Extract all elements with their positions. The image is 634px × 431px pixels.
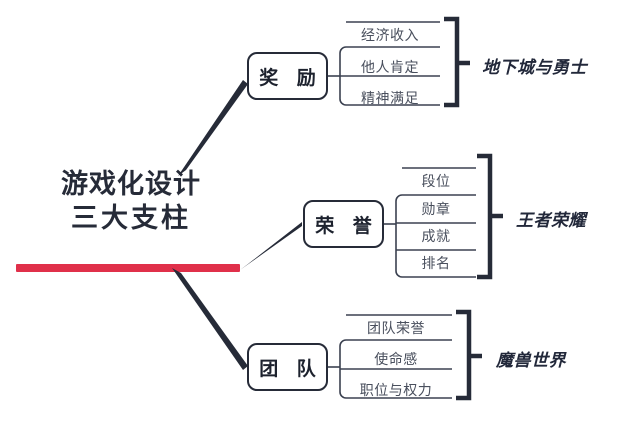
center-title-line1: 游戏化设计 [61,169,201,200]
branch-node-team[interactable]: 团 队 [247,343,328,391]
sub-item[interactable]: 经济收入 [361,28,419,44]
branch-node-honor[interactable]: 荣 誉 [303,200,384,248]
sub-item[interactable]: 勋章 [421,202,451,218]
sub-item[interactable]: 使命感 [374,352,418,368]
sub-item[interactable]: 精神满足 [361,91,419,107]
game-label-team: 魔兽世界 [496,351,566,371]
game-label-honor: 王者荣耀 [516,211,586,231]
sub-item[interactable]: 排名 [421,256,451,272]
branch-node-team-label: 团 队 [259,357,322,380]
connector-center-to-team [172,268,248,370]
sub-item[interactable]: 职位与权力 [359,383,433,399]
branch-node-honor-label: 荣 誉 [315,214,378,237]
connector-center-to-reward [178,80,248,176]
game-label-reward: 地下城与勇士 [482,58,587,78]
sub-item[interactable]: 团队荣誉 [367,321,425,337]
branch-node-reward[interactable]: 奖 励 [247,52,328,100]
center-underline [16,264,240,272]
branch-node-reward-label: 奖 励 [259,66,322,89]
page-title: 游戏化设计 三大支柱 [20,168,242,236]
center-title-line2: 三大支柱 [71,203,191,234]
comb-honor [395,194,476,278]
sub-item[interactable]: 段位 [421,174,451,190]
sub-item[interactable]: 他人肯定 [361,60,419,76]
sub-item[interactable]: 成就 [421,229,451,245]
